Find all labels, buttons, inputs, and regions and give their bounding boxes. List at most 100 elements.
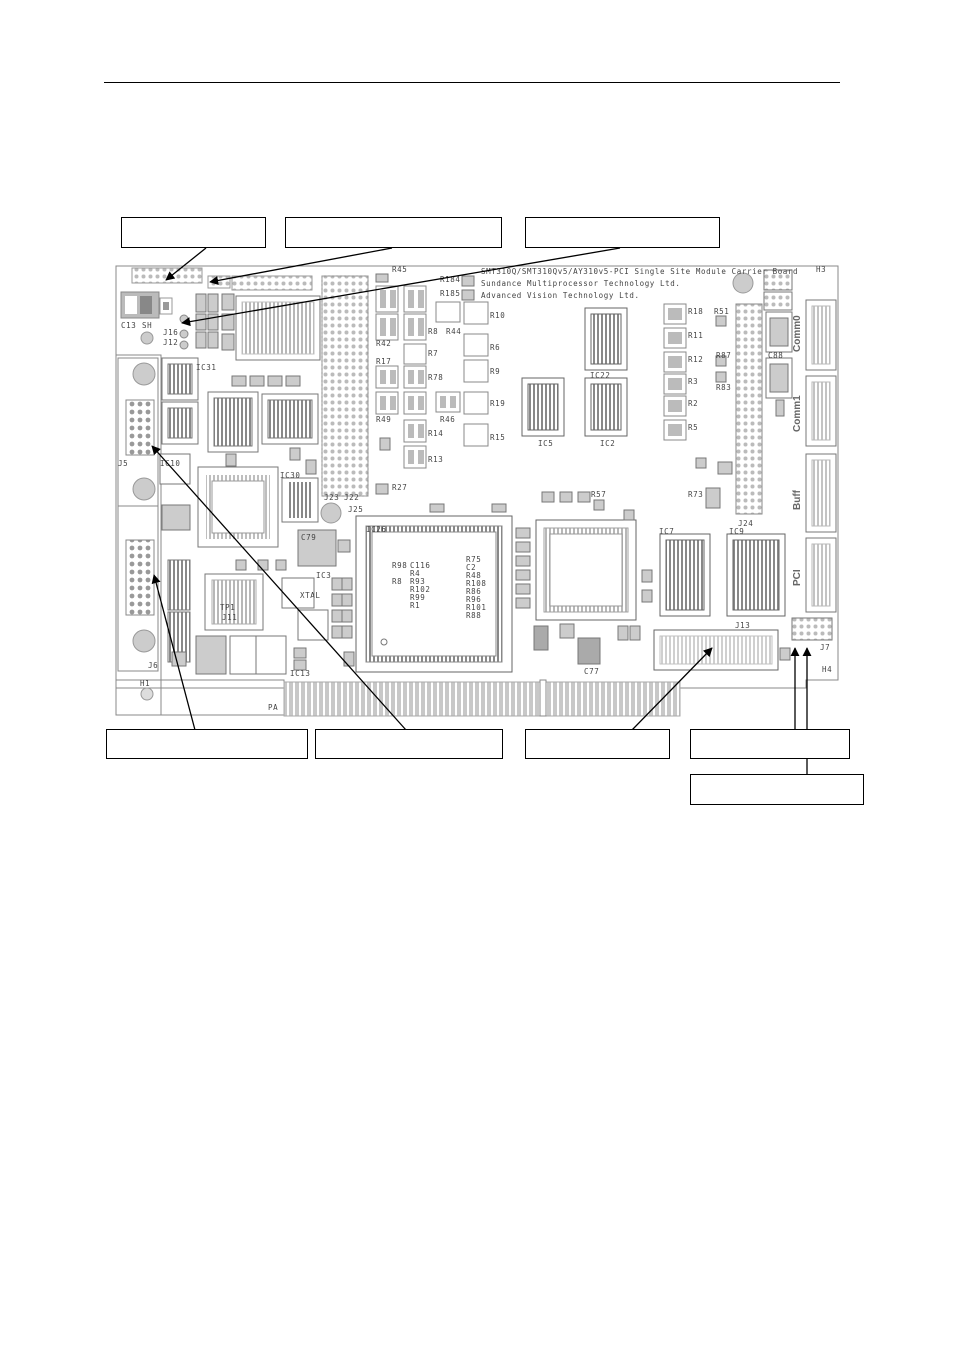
- ic31: [161, 357, 319, 453]
- svg-text:R5: R5: [688, 423, 698, 432]
- svg-text:IC30: IC30: [280, 471, 300, 480]
- svg-text:J6: J6: [148, 661, 158, 670]
- callout-box-2: [285, 217, 502, 248]
- memory-chips: [521, 307, 628, 437]
- svg-text:IC31: IC31: [196, 363, 216, 372]
- callout-box-8: [690, 774, 864, 805]
- svg-text:R48: R48: [466, 571, 481, 580]
- svg-text:J22: J22: [344, 493, 359, 502]
- svg-text:IC10: IC10: [160, 459, 180, 468]
- svg-text:R51: R51: [714, 307, 729, 316]
- svg-text:J13: J13: [735, 621, 750, 630]
- svg-text:Comm0: Comm0: [792, 315, 803, 352]
- svg-text:Comm1: Comm1: [792, 395, 803, 432]
- board-title-line-1: SMT310Q/SMT310Qv5/AY310v5-PCI Single Sit…: [481, 267, 798, 276]
- svg-text:R19: R19: [490, 399, 505, 408]
- small-components-left: [195, 293, 235, 351]
- svg-text:H4: H4: [822, 665, 832, 674]
- callout-box-7: [690, 729, 850, 759]
- svg-text:J23: J23: [324, 493, 339, 502]
- svg-text:R88: R88: [466, 611, 481, 620]
- svg-text:IC22: IC22: [590, 371, 610, 380]
- svg-text:R11: R11: [688, 331, 703, 340]
- svg-text:R27: R27: [392, 483, 407, 492]
- header-j24: [735, 303, 763, 515]
- svg-text:J25: J25: [348, 505, 363, 514]
- svg-text:IC9: IC9: [729, 527, 744, 536]
- svg-text:R13: R13: [428, 455, 443, 464]
- svg-text:R9: R9: [490, 367, 500, 376]
- callout-box-5: [315, 729, 503, 759]
- svg-text:R17: R17: [376, 357, 391, 366]
- svg-text:IC5: IC5: [538, 439, 553, 448]
- resistor-array-top: [231, 275, 313, 291]
- svg-text:R99: R99: [410, 593, 425, 602]
- svg-text:SH: SH: [142, 321, 152, 330]
- header-j22-j23: [321, 275, 369, 497]
- svg-text:R1: R1: [410, 601, 420, 610]
- pci-edge-connector: [283, 681, 681, 717]
- svg-text:Buff: Buff: [792, 489, 803, 510]
- svg-text:IC7: IC7: [659, 527, 674, 536]
- board-title-line-2: Sundance Multiprocessor Technology Ltd.: [481, 279, 681, 288]
- svg-text:R2: R2: [688, 399, 698, 408]
- connector-side-labels: Comm0 Comm1 Buff PCI: [792, 315, 803, 586]
- svg-text:C2: C2: [466, 563, 476, 572]
- ic26-main-fpga: [355, 515, 513, 673]
- svg-text:R6: R6: [490, 343, 500, 352]
- resistor-packs: [375, 285, 489, 469]
- svg-text:H3: H3: [816, 265, 826, 274]
- svg-text:IC13: IC13: [290, 669, 310, 678]
- header-rule: [104, 82, 840, 83]
- callout-box-6: [525, 729, 670, 759]
- svg-text:R7: R7: [428, 349, 438, 358]
- silkscreen-labels: SMT310Q/SMT310Qv5/AY310v5-PCI Single Sit…: [118, 265, 832, 712]
- right-connectors: [763, 269, 837, 641]
- svg-text:R42: R42: [376, 339, 391, 348]
- svg-text:R15: R15: [490, 433, 505, 442]
- svg-text:R45: R45: [392, 265, 407, 274]
- callout-box-3: [525, 217, 720, 248]
- svg-text:R4: R4: [410, 569, 420, 578]
- svg-text:H1: H1: [140, 679, 150, 688]
- svg-text:R12: R12: [688, 355, 703, 364]
- svg-text:R101: R101: [466, 603, 486, 612]
- svg-text:R49: R49: [376, 415, 391, 424]
- jtag-header: [131, 267, 203, 284]
- svg-text:R14: R14: [428, 429, 443, 438]
- svg-text:R93: R93: [410, 577, 425, 586]
- svg-text:J24: J24: [738, 519, 753, 528]
- svg-text:R98: R98: [392, 561, 407, 570]
- svg-text:IC26: IC26: [366, 525, 386, 534]
- svg-text:C13: C13: [121, 321, 136, 330]
- svg-text:XTAL: XTAL: [300, 591, 320, 600]
- svg-text:R10: R10: [490, 311, 505, 320]
- svg-text:J16: J16: [163, 328, 178, 337]
- svg-text:R108: R108: [466, 579, 486, 588]
- svg-text:R87: R87: [716, 351, 731, 360]
- ic-plcc-lower: [197, 466, 279, 548]
- svg-text:TP1: TP1: [220, 603, 235, 612]
- svg-text:R83: R83: [716, 383, 731, 392]
- svg-text:C116: C116: [410, 561, 430, 570]
- svg-text:R185: R185: [440, 289, 460, 298]
- svg-text:R8: R8: [428, 327, 438, 336]
- svg-text:J11: J11: [222, 613, 237, 622]
- svg-text:R96: R96: [466, 595, 481, 604]
- svg-text:PCI: PCI: [792, 569, 803, 586]
- svg-text:R3: R3: [688, 377, 698, 386]
- svg-text:J7: J7: [820, 643, 830, 652]
- callout-box-1: [121, 217, 266, 248]
- svg-text:R184: R184: [440, 275, 460, 284]
- db-connectors: [117, 357, 159, 701]
- svg-text:C88: C88: [768, 351, 783, 360]
- svg-text:R18: R18: [688, 307, 703, 316]
- svg-text:R78: R78: [428, 373, 443, 382]
- svg-text:R46: R46: [440, 415, 455, 424]
- svg-text:R8: R8: [392, 577, 402, 586]
- svg-text:R86: R86: [466, 587, 481, 596]
- svg-text:R57: R57: [591, 490, 606, 499]
- svg-text:IC2: IC2: [600, 439, 615, 448]
- svg-text:J5: J5: [118, 459, 128, 468]
